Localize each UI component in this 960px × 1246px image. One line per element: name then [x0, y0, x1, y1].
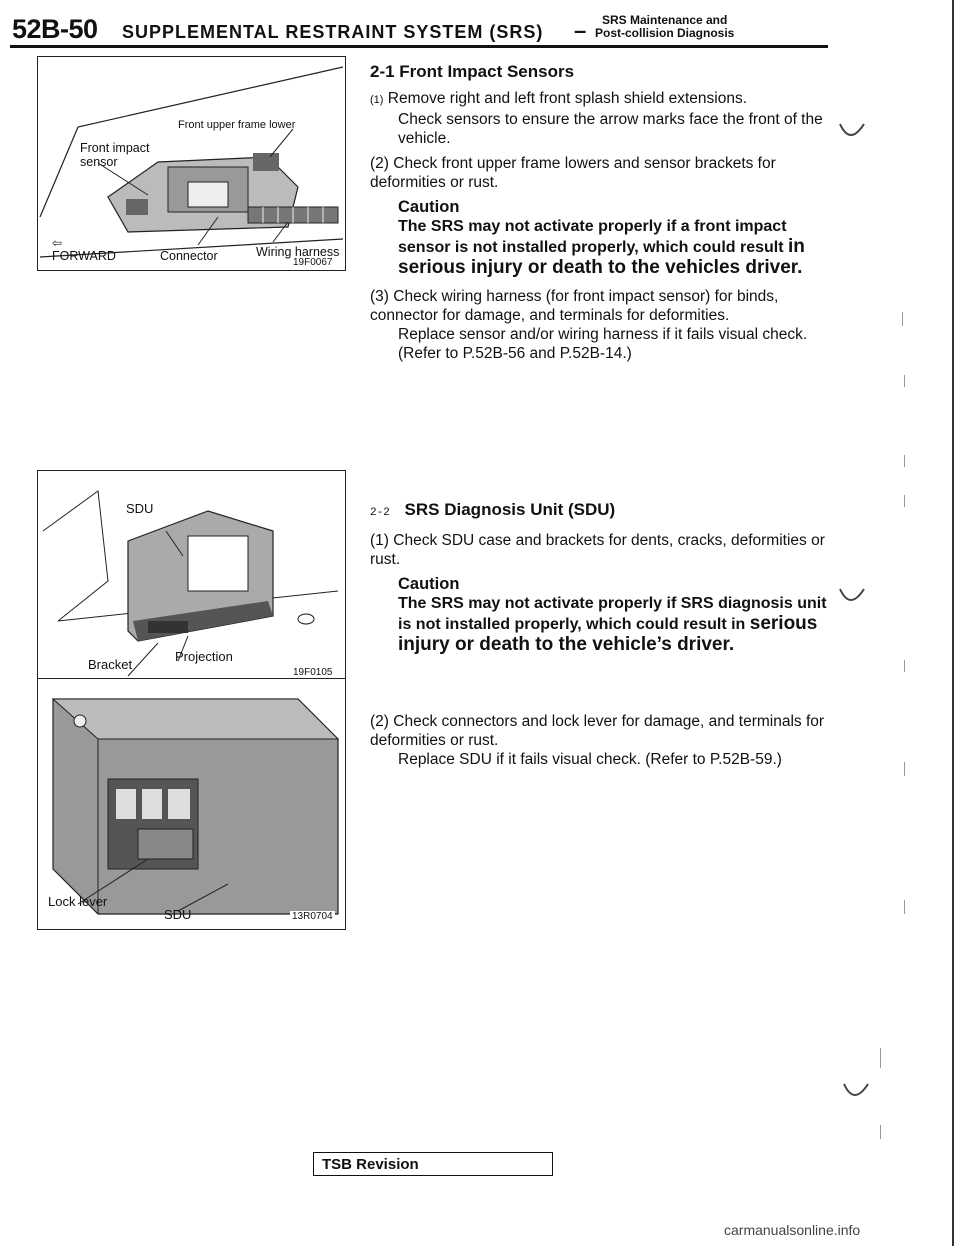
scan-mark: [880, 1125, 881, 1139]
section-heading: 2-2 SRS Diagnosis Unit (SDU): [370, 500, 616, 519]
scan-mark: [902, 312, 903, 326]
subtitle-line2: Post-collision Diagnosis: [595, 26, 735, 40]
binder-hole-mark: [843, 1083, 869, 1096]
scan-mark: [904, 900, 905, 914]
scan-mark: [904, 762, 905, 776]
forward-arrow-icon: ⇦: [52, 236, 62, 250]
header-rule: [10, 45, 828, 48]
figure-code: 19F0105: [293, 667, 333, 678]
caution-heading: Caution: [398, 198, 460, 216]
caution-text: The SRS may not activate properly if SRS…: [398, 595, 827, 655]
label-front-upper-frame: Front upper frame lower: [178, 119, 296, 131]
sensor-illustration: ⇦: [39, 66, 344, 258]
figure-code: 13R0704: [290, 911, 335, 922]
label-connector: Connector: [160, 249, 218, 263]
scan-mark: [904, 495, 905, 507]
figure-sdu-connectors: Lock lever SDU 13R0704: [37, 678, 346, 930]
binder-hole-mark: [839, 588, 865, 601]
scan-mark: [880, 1048, 881, 1068]
figure-sdu-bracket: SDU Bracket Projection 19F0105: [37, 470, 346, 682]
instruction-item-2: (2) Check connectors and lock lever for …: [370, 713, 825, 768]
caution-text: The SRS may not activate properly if a f…: [398, 218, 805, 278]
section-front-impact-sensors: 2-1 Front Impact Sensors (1) Remove righ…: [370, 62, 830, 369]
section-srs-diagnosis-unit: 2-2 SRS Diagnosis Unit (SDU) (1) Check S…: [370, 500, 830, 775]
figure-front-impact-sensor: ⇦ Front upper frame lower Front impact s…: [37, 56, 346, 271]
section-heading: 2-1 Front Impact Sensors: [370, 62, 575, 81]
subtitle-line1: SRS Maintenance and: [601, 13, 728, 27]
instruction-item-1: (1) Remove right and left front splash s…: [370, 90, 823, 147]
binder-hole-mark: [839, 123, 865, 136]
figure-code: 19F0067: [293, 257, 333, 268]
label-sdu: SDU: [126, 501, 154, 516]
instruction-item-3: (3) Check wiring harness (for front impa…: [370, 288, 808, 362]
instruction-item-1: (1) Check SDU case and brackets for dent…: [370, 532, 825, 568]
section-title: SUPPLEMENTAL RESTRAINT SYSTEM (SRS): [122, 22, 544, 42]
scan-mark: [904, 660, 905, 672]
watermark: carmanualsonline.info: [724, 1222, 861, 1238]
tsb-revision-box: TSB Revision: [313, 1152, 553, 1176]
section-subtitle: SRS Maintenance and Post-collision Diagn…: [595, 14, 734, 40]
label-wiring-harness: Wiring harness: [256, 245, 340, 259]
label-front-impact-sensor: Front impact sensor: [80, 141, 150, 169]
binding-edge-line: [952, 0, 954, 1246]
label-bracket: Bracket: [88, 657, 133, 672]
label-sdu: SDU: [164, 907, 192, 922]
caution-heading: Caution: [398, 575, 460, 593]
scan-mark: [904, 455, 905, 467]
title-dash: –: [574, 18, 587, 43]
instruction-item-2: (2) Check front upper frame lowers and s…: [370, 155, 776, 191]
page-number: 52B-50: [12, 14, 98, 44]
label-lock-lever: Lock lever: [48, 894, 108, 909]
label-forward: FORWARD: [52, 249, 116, 263]
scan-mark: [904, 375, 905, 387]
label-projection: Projection: [175, 649, 233, 664]
